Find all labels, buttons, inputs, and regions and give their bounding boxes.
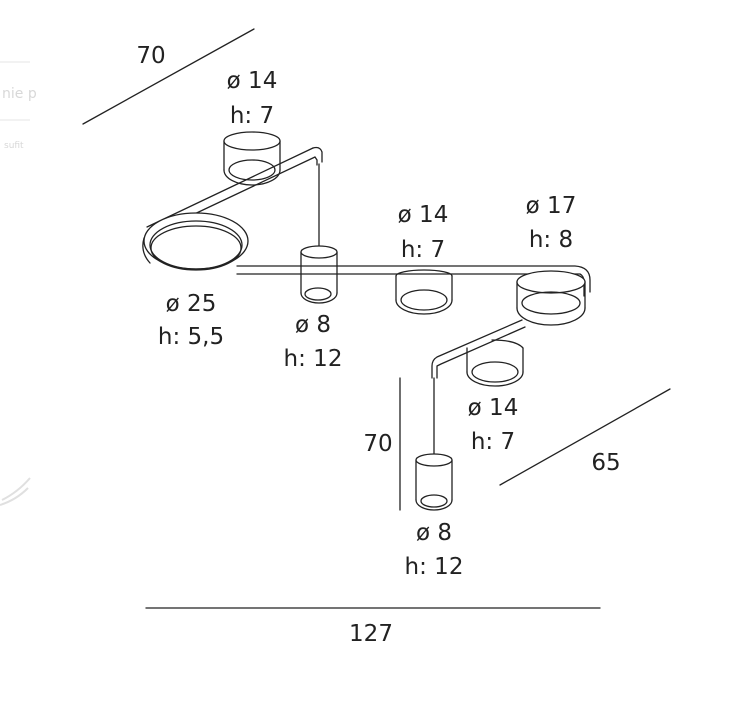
dimension-top-depth-label: 70 bbox=[136, 43, 165, 69]
pendant-left-diameter: ø 8 bbox=[295, 312, 331, 338]
pendant-right-diameter: ø 8 bbox=[416, 520, 452, 546]
dimension-right-depth-label: 65 bbox=[591, 450, 620, 476]
fixture-top-small bbox=[223, 131, 281, 186]
right-large-diameter: ø 17 bbox=[526, 193, 577, 219]
fixture-right-small bbox=[466, 339, 524, 387]
pendant-left-height: h: 12 bbox=[284, 346, 343, 372]
pendant-right-height: h: 12 bbox=[405, 554, 464, 580]
fixture-pendant-left bbox=[300, 245, 338, 304]
ghost-overlay: nie p sufit bbox=[0, 61, 37, 506]
fixture-right-large bbox=[516, 270, 586, 326]
dimension-pendant-drop-label: 70 bbox=[363, 431, 392, 457]
right-small-height: h: 7 bbox=[471, 429, 515, 455]
large-left-height: h: 5,5 bbox=[158, 324, 224, 350]
ghost-text-1: nie p bbox=[2, 86, 37, 102]
middle-height: h: 7 bbox=[401, 237, 445, 263]
fixture-middle bbox=[395, 269, 453, 315]
large-left-diameter: ø 25 bbox=[166, 291, 217, 317]
ghost-text-2: sufit bbox=[4, 141, 24, 151]
fixture-pendant-right bbox=[415, 453, 453, 511]
fixture-large-left bbox=[142, 212, 249, 271]
dimension-line-top-depth bbox=[82, 28, 255, 125]
lower-rail bbox=[431, 319, 526, 379]
dimension-line-right-depth bbox=[499, 388, 671, 486]
dimension-overall-width-label: 127 bbox=[349, 621, 393, 647]
right-small-diameter: ø 14 bbox=[468, 395, 519, 421]
top-small-height: h: 7 bbox=[230, 103, 274, 129]
right-large-height: h: 8 bbox=[529, 227, 573, 253]
top-small-diameter: ø 14 bbox=[227, 68, 278, 94]
middle-diameter: ø 14 bbox=[398, 202, 449, 228]
